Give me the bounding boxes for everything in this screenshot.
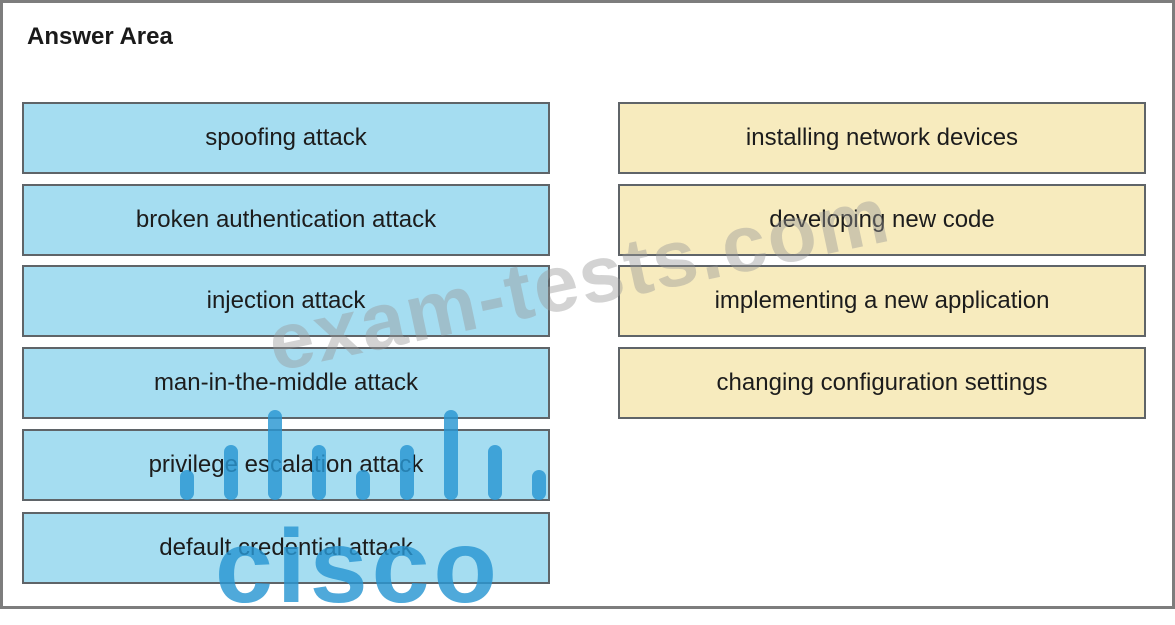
activity-tile-implementing-new-application[interactable]: implementing a new application	[618, 265, 1146, 337]
activity-tile-label: implementing a new application	[714, 287, 1050, 314]
activity-tile-label: changing configuration settings	[716, 369, 1048, 396]
attack-tile-label: spoofing attack	[205, 124, 367, 151]
attack-tile-man-in-the-middle[interactable]: man-in-the-middle attack	[22, 347, 550, 419]
activity-tile-label: developing new code	[769, 206, 995, 233]
activity-tile-changing-configuration-settings[interactable]: changing configuration settings	[618, 347, 1146, 419]
attack-tile-default-credential[interactable]: default credential attack	[22, 512, 550, 584]
attack-tile-label: injection attack	[206, 287, 366, 314]
attack-tile-label: broken authentication attack	[135, 206, 437, 233]
answer-area-title: Answer Area	[27, 23, 173, 50]
attack-tile-label: default credential attack	[159, 534, 413, 561]
attack-tile-spoofing[interactable]: spoofing attack	[22, 102, 550, 174]
activity-tile-developing-new-code[interactable]: developing new code	[618, 184, 1146, 256]
attack-tile-label: man-in-the-middle attack	[153, 369, 419, 396]
activity-tile-label: installing network devices	[745, 124, 1019, 151]
attack-tile-injection[interactable]: injection attack	[22, 265, 550, 337]
activity-tile-installing-network-devices[interactable]: installing network devices	[618, 102, 1146, 174]
attack-tile-privilege-escalation[interactable]: privilege escalation attack	[22, 429, 550, 501]
attack-tile-label: privilege escalation attack	[148, 451, 424, 478]
attack-tile-broken-authentication[interactable]: broken authentication attack	[22, 184, 550, 256]
